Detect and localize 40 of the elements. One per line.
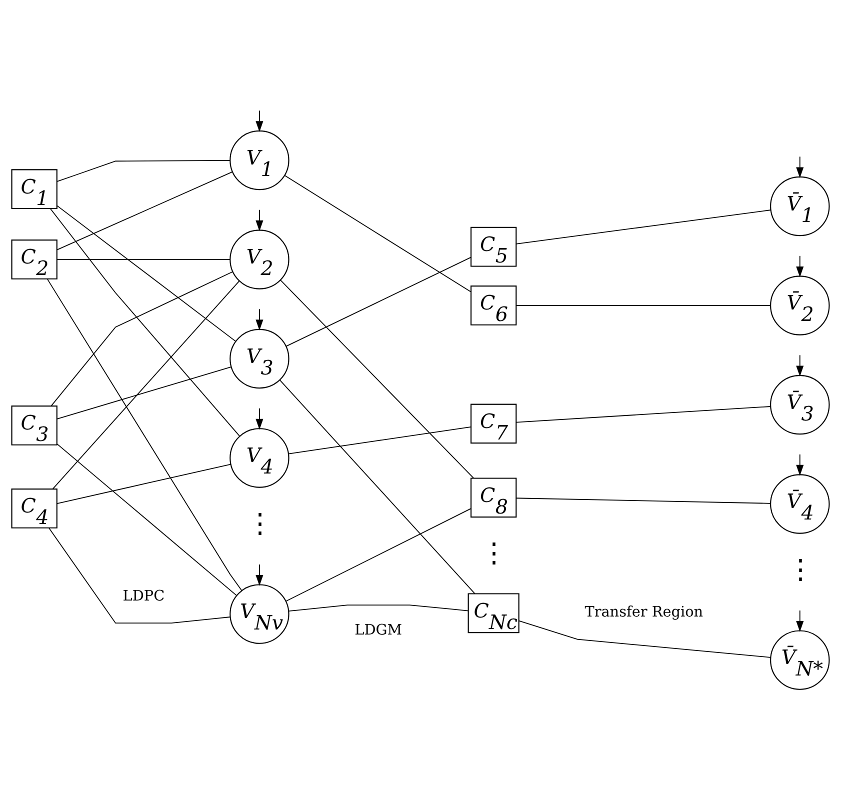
connector <box>50 208 240 436</box>
connector <box>56 463 232 504</box>
label: ⋮ <box>480 538 508 569</box>
connector <box>279 379 476 594</box>
connector <box>56 159 230 182</box>
connector <box>50 270 234 406</box>
connector <box>48 526 230 624</box>
arrow <box>796 453 804 476</box>
connector <box>280 279 474 478</box>
connector <box>56 171 233 250</box>
connector <box>518 620 771 658</box>
connector <box>516 209 772 244</box>
connector <box>46 278 242 590</box>
connector <box>516 304 771 306</box>
connector <box>288 604 469 612</box>
label: LDPC <box>122 588 165 604</box>
connector <box>56 204 236 342</box>
arrow <box>796 156 804 178</box>
label: LDGM <box>354 622 402 638</box>
arrow <box>256 208 264 231</box>
arrow <box>256 564 264 586</box>
label: ⋮ <box>786 554 814 585</box>
connector <box>516 406 771 422</box>
arrow <box>796 354 804 376</box>
connector <box>286 508 472 602</box>
label: ⋮ <box>246 508 274 539</box>
arrow <box>796 610 804 632</box>
arrow <box>256 308 264 330</box>
connector <box>52 280 240 489</box>
connector <box>516 497 771 504</box>
arrow <box>256 110 264 132</box>
label: Transfer Region <box>584 604 704 620</box>
arrow <box>796 254 804 277</box>
connector <box>56 258 230 260</box>
arrow <box>256 407 264 430</box>
connector <box>56 366 232 419</box>
connector <box>286 256 472 346</box>
connector <box>288 426 472 454</box>
connector <box>284 174 472 292</box>
connector <box>56 442 238 596</box>
